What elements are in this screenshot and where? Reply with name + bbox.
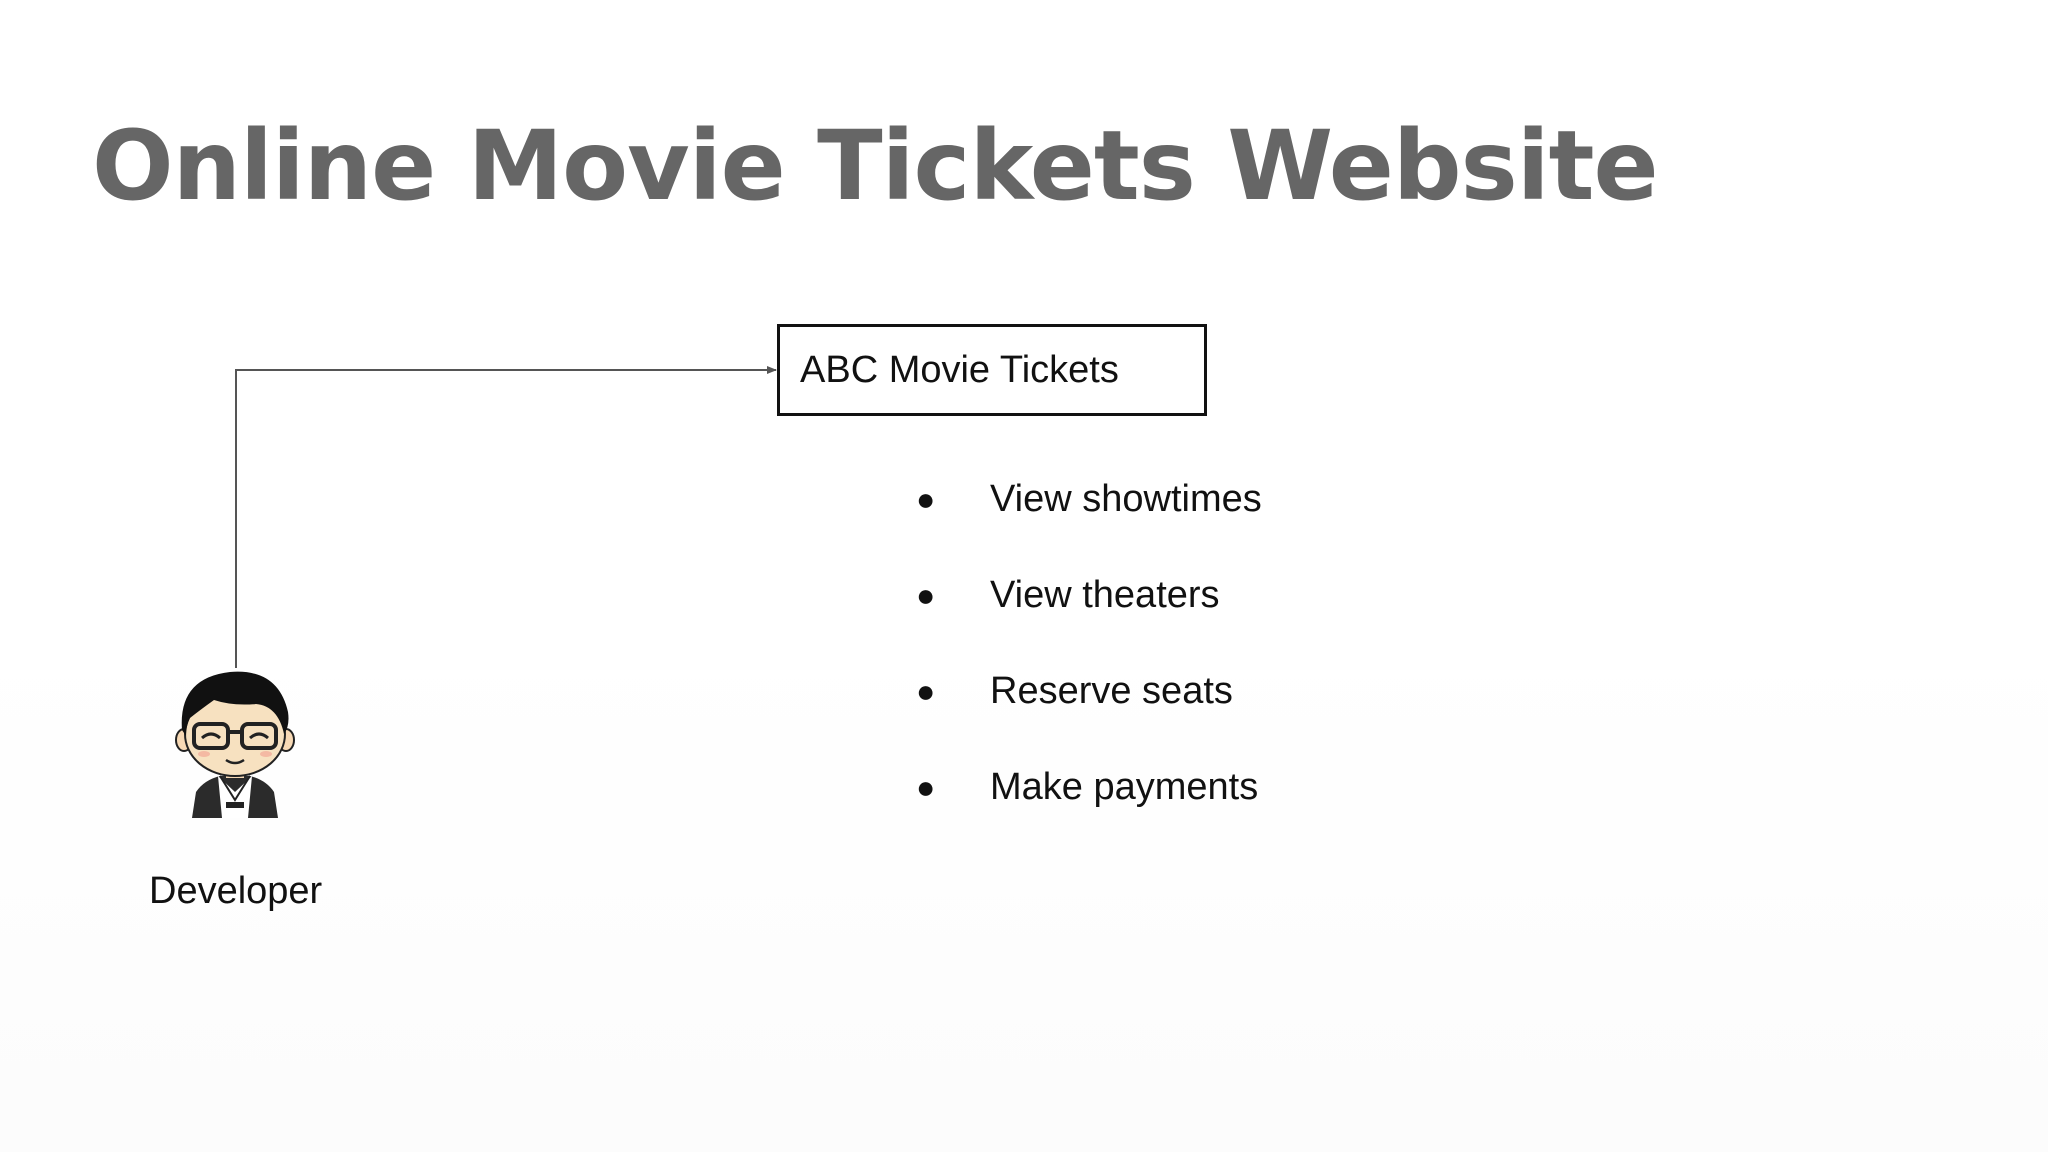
bullet-icon: ● bbox=[916, 577, 936, 613]
bullet-icon: ● bbox=[916, 673, 936, 709]
feature-item: ● View showtimes bbox=[910, 478, 1262, 574]
slide-title: Online Movie Tickets Website bbox=[92, 110, 1659, 222]
feature-list: ● View showtimes ● View theaters ● Reser… bbox=[910, 478, 1262, 862]
feature-item: ● Make payments bbox=[910, 766, 1262, 862]
connector-line bbox=[235, 366, 777, 668]
actor-label: Developer bbox=[149, 870, 323, 912]
feature-item: ● View theaters bbox=[910, 574, 1262, 670]
system-box: ABC Movie Tickets bbox=[777, 324, 1207, 416]
feature-item: ● Reserve seats bbox=[910, 670, 1262, 766]
feature-text: Make payments bbox=[990, 766, 1259, 808]
feature-text: View showtimes bbox=[990, 478, 1262, 520]
bullet-icon: ● bbox=[916, 481, 936, 517]
developer-avatar-icon bbox=[175, 671, 295, 818]
system-label: ABC Movie Tickets bbox=[800, 348, 1119, 391]
feature-text: Reserve seats bbox=[990, 670, 1233, 712]
feature-text: View theaters bbox=[990, 574, 1220, 616]
bullet-icon: ● bbox=[916, 769, 936, 805]
